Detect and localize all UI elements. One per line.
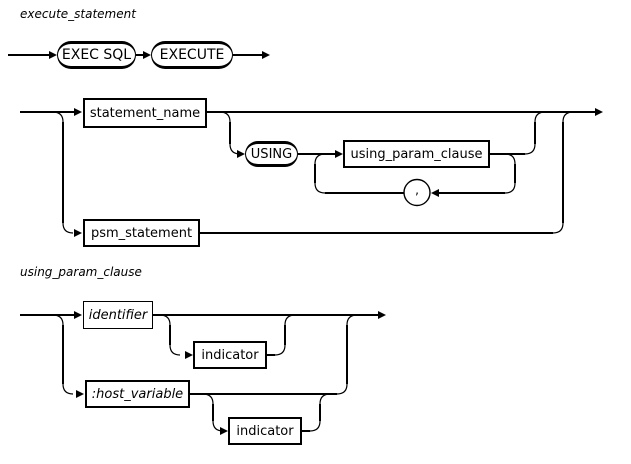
diagram1-main-lines [20,108,603,237]
arrowhead-icon [49,51,57,59]
diagram1-psm-branch-lines [200,111,574,234]
arrowhead-icon [74,229,82,237]
arrowhead-icon [220,427,228,435]
nonterminal-indicator-1: indicator [193,341,267,369]
diagram2-main-lines [20,311,386,398]
nonterminal-using-param-clause: using_param_clause [343,140,490,168]
terminal-exec-sql: EXEC SQL [57,41,136,69]
arrowhead-icon [74,108,82,116]
diagram2-indicator2-branch-lines [202,393,331,435]
arrowhead-icon [237,150,245,158]
terminal-using: USING [245,141,298,167]
arrowhead-icon [185,351,193,359]
diagram1-comma-loop-lines [314,153,516,207]
nonterminal-identifier: identifier [83,301,153,329]
arrowhead-icon [74,311,82,319]
arrowhead-icon [76,390,84,398]
arrowhead-icon [335,150,343,158]
comma-separator: , [415,183,419,197]
arrowhead-icon [143,51,151,59]
diagram-title-execute-statement: execute_statement [20,7,136,21]
arrowhead-icon [262,51,270,59]
diagram2-hostvariable-branch-lines [190,314,358,395]
arrowhead-icon [595,108,603,116]
nonterminal-host-variable: :host_variable [85,380,190,408]
nonterminal-statement-name: statement_name [83,98,207,128]
diagram1-terminal-row-lines [8,51,270,59]
arrowhead-icon [378,311,386,319]
arrowhead-icon [431,189,439,197]
diagram-title-using-param-clause: using_param_clause [20,265,142,279]
nonterminal-psm-statement: psm_statement [83,219,200,247]
diagram2-indicator1-branch-lines [159,314,296,359]
nonterminal-indicator-2: indicator [228,417,302,445]
terminal-execute: EXECUTE [151,41,233,69]
